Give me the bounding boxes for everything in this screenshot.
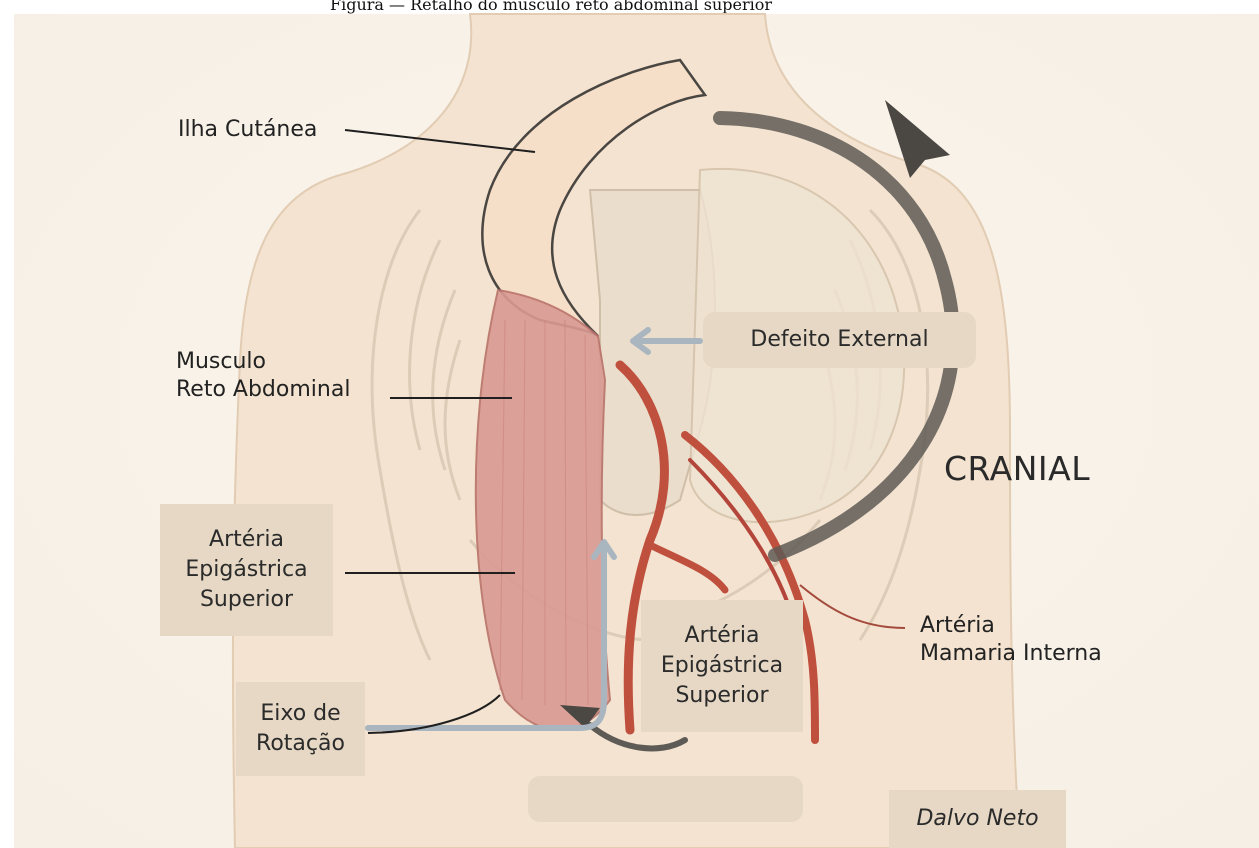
label-eixo-box: Eixo de Rotação bbox=[236, 682, 365, 776]
arteria-mid-line1: Artéria bbox=[685, 621, 760, 651]
label-mamaria-line1: Artéria bbox=[920, 612, 1102, 640]
arteria-mid-line2: Epigástrica bbox=[661, 651, 783, 681]
arteria-left-line3: Superior bbox=[200, 585, 293, 615]
label-cranial: CRANIAL bbox=[944, 448, 1090, 489]
signature-box: Dalvo Neto bbox=[889, 790, 1066, 848]
signature: Dalvo Neto bbox=[916, 804, 1038, 834]
eixo-line2: Rotação bbox=[256, 729, 345, 759]
label-musculo: Musculo Reto Abdominal bbox=[176, 348, 350, 403]
label-musculo-line1: Musculo bbox=[176, 348, 350, 376]
label-arteria-left-box: Artéria Epigástrica Superior bbox=[160, 504, 333, 636]
arteria-mid-line3: Superior bbox=[675, 681, 768, 711]
label-arteria-mid-box: Artéria Epigástrica Superior bbox=[641, 600, 803, 732]
arteria-left-line2: Epigástrica bbox=[185, 555, 307, 585]
label-mamaria: Artéria Mamaria Interna bbox=[920, 612, 1102, 667]
label-defeito: Defeito External bbox=[750, 325, 928, 355]
label-mamaria-line2: Mamaria Interna bbox=[920, 640, 1102, 668]
label-ilha-cutanea: Ilha Cutánea bbox=[178, 116, 317, 144]
label-musculo-line2: Reto Abdominal bbox=[176, 376, 350, 404]
empty-caption-box bbox=[528, 776, 803, 822]
label-defeito-box: Defeito External bbox=[703, 312, 976, 368]
rectus-muscle bbox=[476, 290, 610, 730]
arteria-left-line1: Artéria bbox=[209, 525, 284, 555]
eixo-line1: Eixo de bbox=[260, 699, 340, 729]
